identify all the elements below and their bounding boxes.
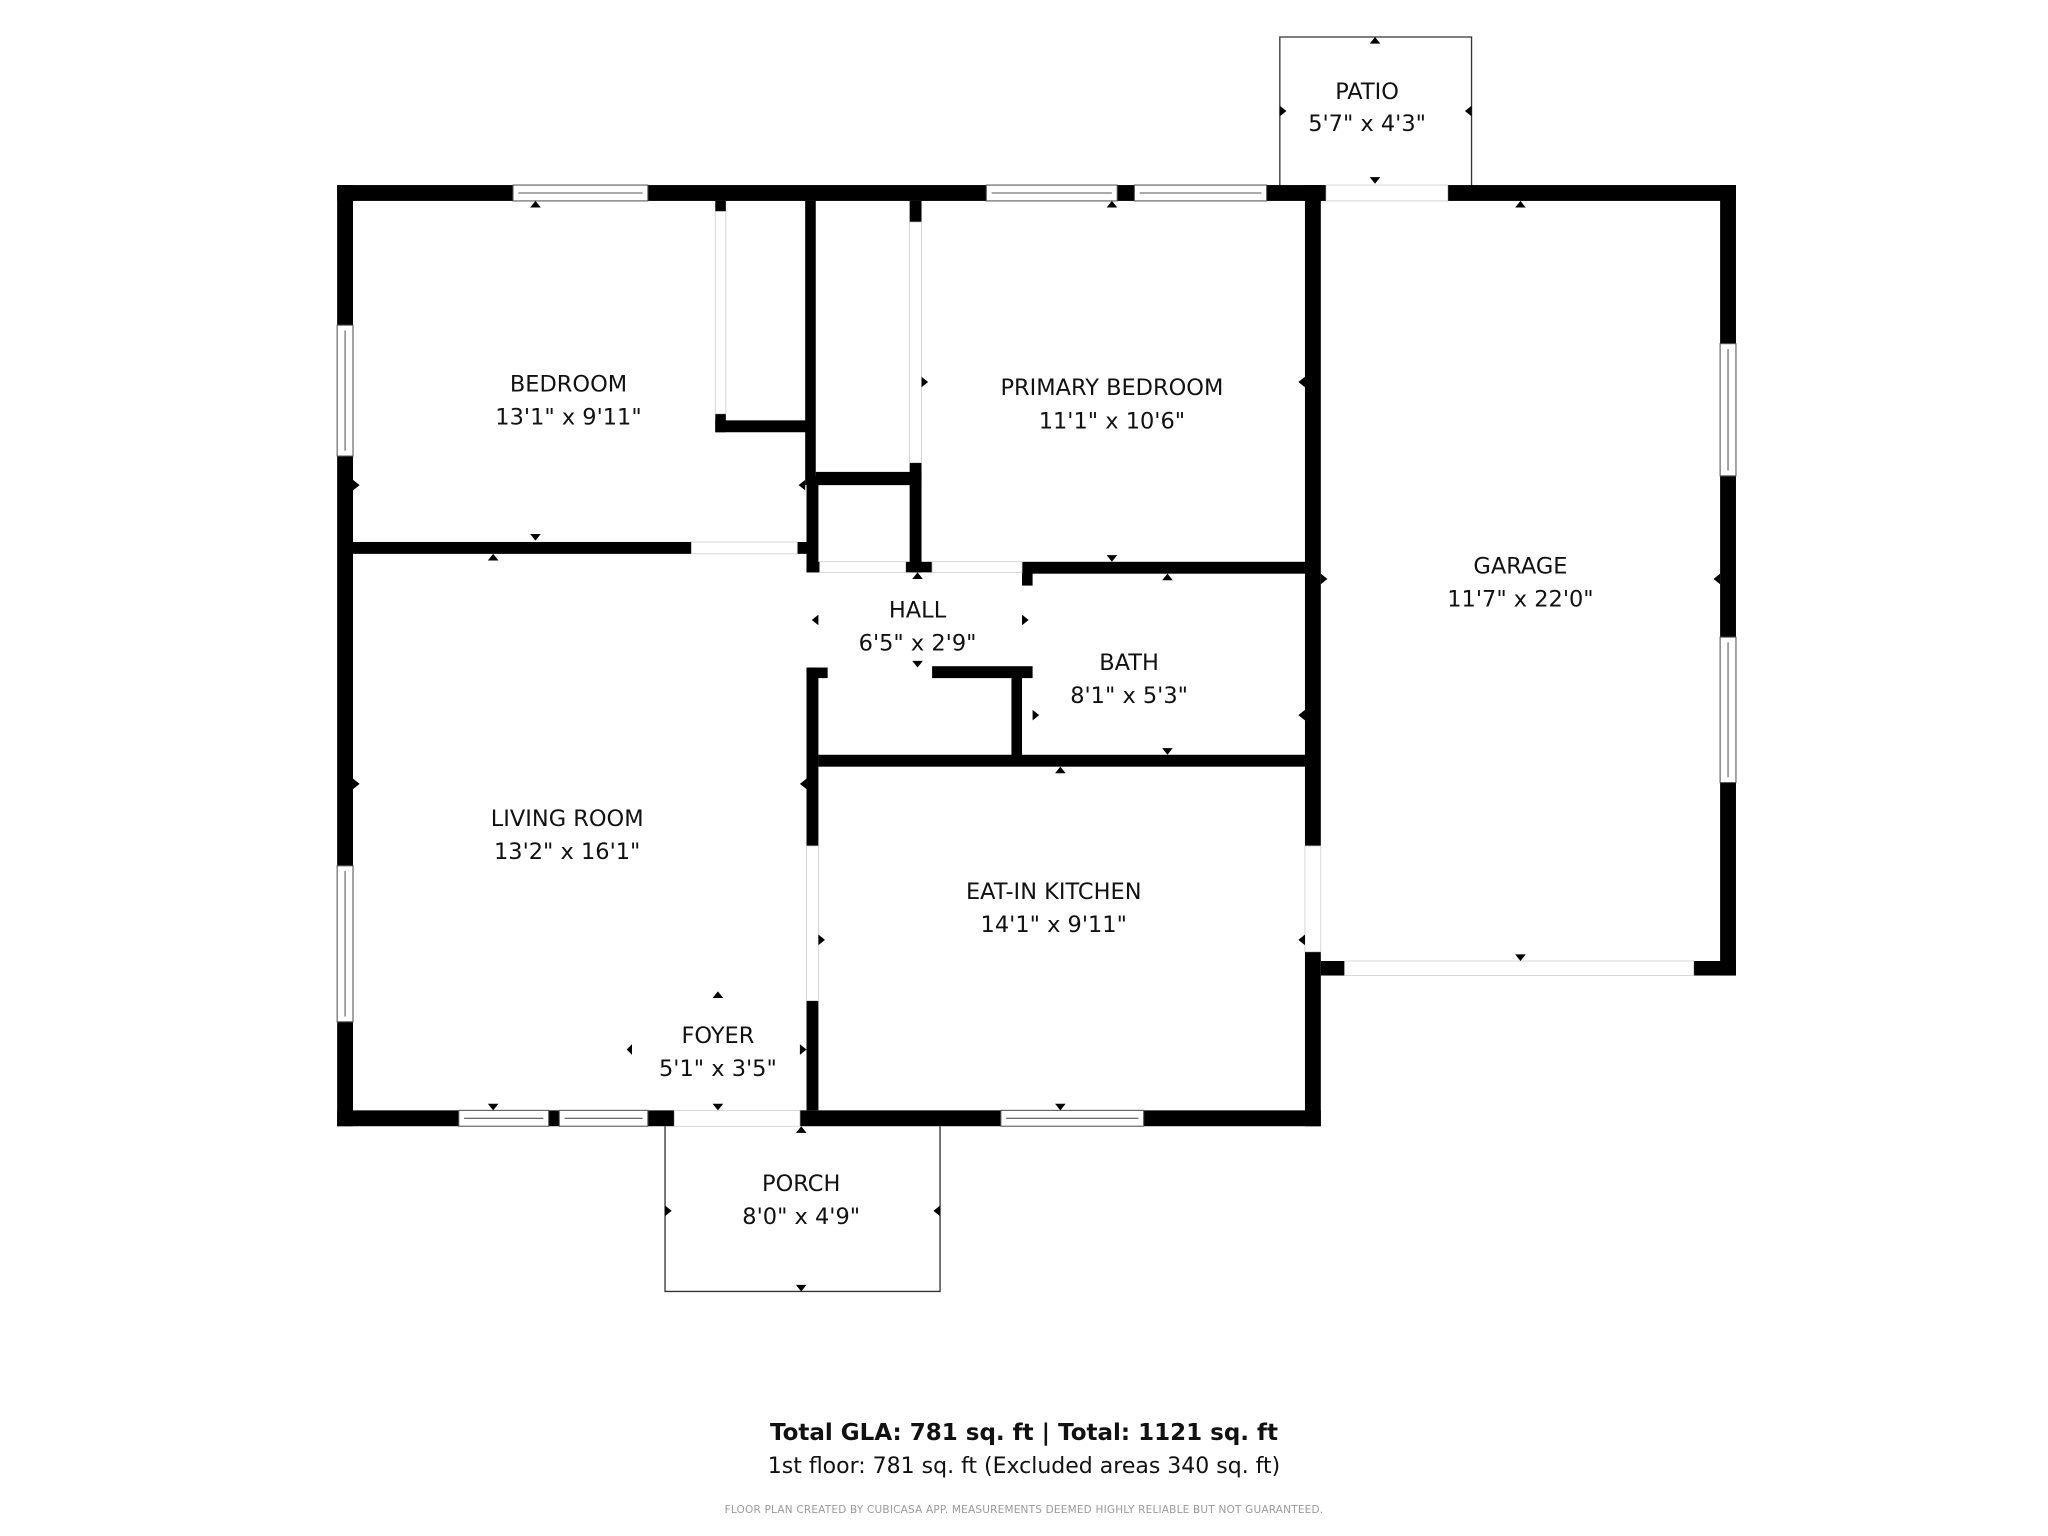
room-label-patio: PATIO 5'7" x 4'3" [1308,79,1426,137]
svg-text:8'0" x 4'9": 8'0" x 4'9" [742,1204,860,1230]
room-label-primary-bedroom: PRIMARY BEDROOM 11'1" x 10'6" [1000,375,1223,434]
windows [336,184,1737,1127]
dimension-markers [353,37,1721,1292]
svg-text:5'1" x 3'5": 5'1" x 3'5" [659,1056,777,1082]
floor-area-summary: 1st floor: 781 sq. ft (Excluded areas 34… [767,1454,1281,1479]
door-openings [673,184,1695,1127]
svg-text:LIVING ROOM: LIVING ROOM [491,806,644,832]
room-label-hall: HALL 6'5" x 2'9" [859,597,977,656]
room-label-bedroom: BEDROOM 13'1" x 9'11" [495,371,641,430]
svg-text:FOYER: FOYER [681,1023,754,1049]
svg-text:5'7" x 4'3": 5'7" x 4'3" [1308,111,1426,137]
svg-text:PATIO: PATIO [1335,79,1399,105]
walls [337,185,1736,1127]
area-totals: Total GLA: 781 sq. ft | Total: 1121 sq. … [769,1420,1279,1446]
disclaimer: FLOOR PLAN CREATED BY CUBICASA APP. MEAS… [724,1504,1324,1516]
room-label-garage: GARAGE 11'7" x 22'0" [1447,554,1593,613]
room-label-foyer: FOYER 5'1" x 3'5" [659,1023,777,1082]
svg-text:8'1" x 5'3": 8'1" x 5'3" [1070,683,1188,709]
svg-text:13'1" x 9'11": 13'1" x 9'11" [495,404,641,430]
svg-text:BEDROOM: BEDROOM [510,371,627,397]
svg-text:13'2" x 16'1": 13'2" x 16'1" [494,839,640,865]
svg-text:11'1" x 10'6": 11'1" x 10'6" [1039,408,1185,434]
svg-text:BATH: BATH [1099,650,1159,676]
svg-text:14'1" x 9'11": 14'1" x 9'11" [981,912,1127,938]
svg-text:6'5" x 2'9": 6'5" x 2'9" [859,630,977,656]
room-label-eat-in-kitchen: EAT-IN KITCHEN 14'1" x 9'11" [966,879,1142,938]
svg-text:PORCH: PORCH [762,1171,840,1197]
svg-text:HALL: HALL [889,597,947,623]
room-label-living-room: LIVING ROOM 13'2" x 16'1" [491,806,644,865]
svg-text:11'7" x 22'0": 11'7" x 22'0" [1447,587,1593,613]
svg-text:PRIMARY BEDROOM: PRIMARY BEDROOM [1000,375,1223,401]
room-label-bath: BATH 8'1" x 5'3" [1070,650,1188,709]
room-label-porch: PORCH 8'0" x 4'9" [742,1171,860,1230]
svg-text:EAT-IN KITCHEN: EAT-IN KITCHEN [966,879,1142,905]
svg-text:GARAGE: GARAGE [1473,554,1567,580]
